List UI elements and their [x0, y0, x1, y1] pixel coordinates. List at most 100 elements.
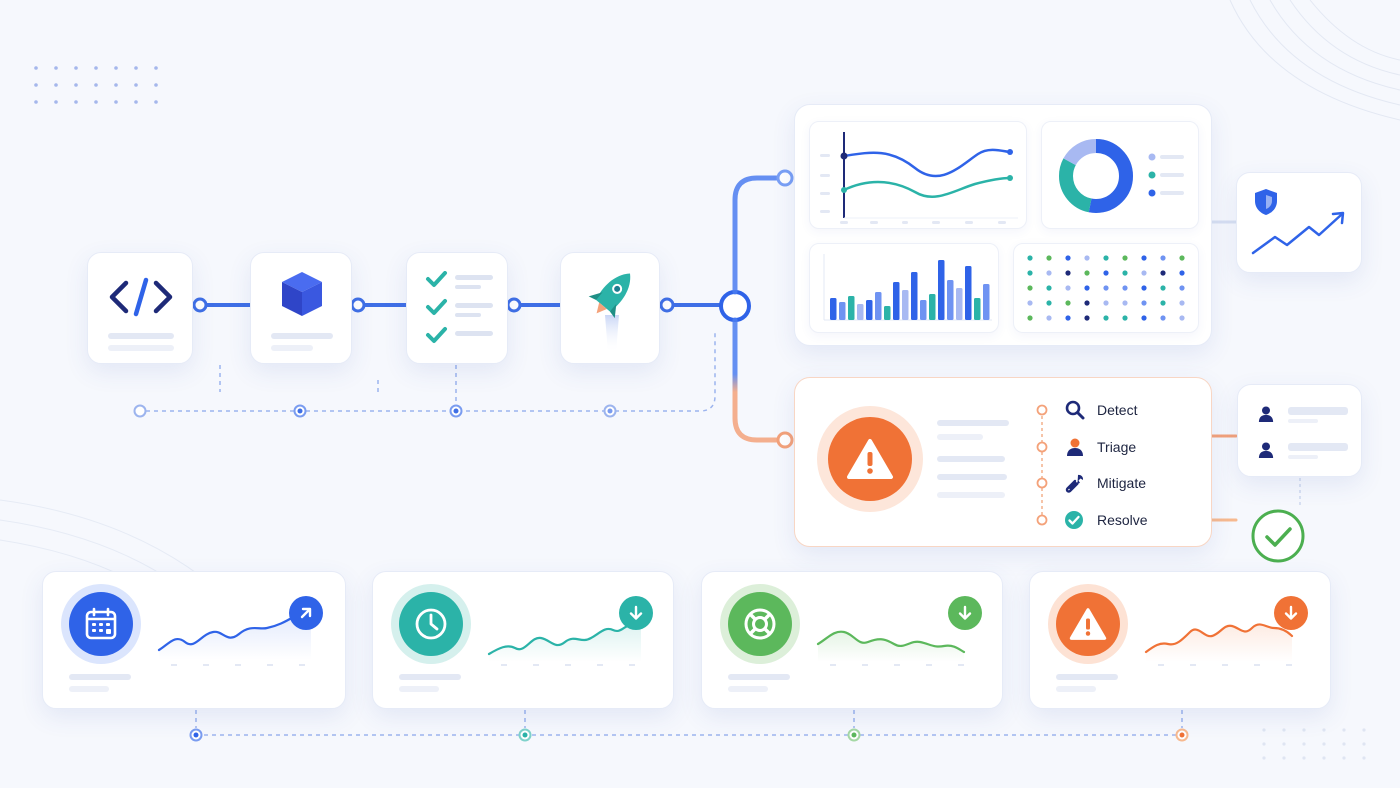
donut-chart-panel[interactable]: [1041, 121, 1199, 229]
stage-card-test[interactable]: [406, 252, 508, 364]
code-icon: [109, 277, 173, 317]
trend-down-badge: [619, 596, 653, 630]
metric-card-deploy-frequency[interactable]: [42, 571, 346, 709]
trend-up-icon: [1251, 211, 1345, 255]
scatter-dot: [1103, 270, 1109, 276]
placeholder-line: [69, 674, 131, 680]
chart-bar: [848, 296, 855, 320]
scatter-dot: [1160, 285, 1166, 291]
decor-dot: [74, 100, 78, 104]
metric-card-lead-time[interactable]: [372, 571, 674, 709]
incident-step-mitigate[interactable]: Mitigate: [1061, 472, 1201, 494]
placeholder-line: [399, 674, 461, 680]
scatter-dot: [1046, 300, 1052, 306]
stage-card-build[interactable]: [250, 252, 352, 364]
chart-bar: [956, 288, 963, 320]
decor-dot: [1342, 728, 1346, 732]
scatter-dot: [1160, 255, 1166, 261]
metric-sparkline: [157, 610, 313, 666]
chart-bar: [965, 266, 972, 320]
responders-card[interactable]: [1237, 384, 1362, 477]
placeholder-line: [108, 333, 174, 339]
scatter-dot: [1122, 270, 1128, 276]
decor-dot: [1362, 728, 1366, 732]
decor-dot: [1322, 756, 1326, 760]
search-icon: [1065, 400, 1085, 420]
scatter-dot: [1103, 300, 1109, 306]
decor-dot: [154, 100, 158, 104]
line-chart-panel[interactable]: [809, 121, 1027, 229]
decor-dot: [154, 83, 158, 87]
placeholder-line: [69, 686, 109, 692]
arrow-down-icon: [629, 605, 643, 620]
incident-step-triage[interactable]: Triage: [1061, 436, 1201, 458]
scatter-dot: [1179, 315, 1185, 321]
trend-down-badge: [948, 596, 982, 630]
decor-dot: [94, 66, 98, 70]
placeholder-line: [728, 674, 790, 680]
decor-dot: [94, 100, 98, 104]
incident-step-track: [1036, 404, 1048, 526]
warning-icon: [847, 439, 893, 479]
chart-bar: [857, 304, 864, 320]
chart-bar: [938, 260, 945, 320]
warning-icon: [1069, 608, 1107, 640]
placeholder-line: [108, 345, 174, 351]
person-icon: [1258, 406, 1274, 422]
scatter-dot: [1046, 315, 1052, 321]
chart-bar: [839, 302, 846, 320]
placeholder-line: [937, 456, 1005, 462]
scatter-dot: [1046, 285, 1052, 291]
trend-up-badge: [289, 596, 323, 630]
chart-bar: [983, 284, 990, 320]
metric-sparkline: [1144, 623, 1294, 666]
scatter-dot: [1027, 300, 1033, 306]
scatter-dot: [1141, 315, 1147, 321]
scatter-dot: [1160, 315, 1166, 321]
incident-step-resolve[interactable]: Resolve: [1061, 509, 1201, 531]
scatter-dot: [1065, 300, 1071, 306]
incident-step-label: Resolve: [1097, 512, 1148, 528]
decor-dot: [34, 100, 38, 104]
decor-dot: [74, 66, 78, 70]
scatter-dot: [1160, 270, 1166, 276]
line-chart: [820, 132, 1018, 224]
security-trend-card[interactable]: [1236, 172, 1362, 273]
decor-dot: [1302, 728, 1306, 732]
scatter-dot: [1084, 315, 1090, 321]
resolved-check-icon: [1251, 509, 1305, 563]
decor-dot: [54, 66, 58, 70]
calendar-icon: [85, 607, 117, 640]
alert-badge: [817, 406, 923, 512]
chart-bar: [884, 306, 891, 320]
bar-chart-panel[interactable]: [809, 243, 999, 333]
decor-dot: [1282, 728, 1286, 732]
decor-dot: [1302, 742, 1306, 746]
scatter-dot: [1084, 300, 1090, 306]
metric-card-failure-rate[interactable]: [1029, 571, 1331, 709]
scatter-dot: [1141, 270, 1147, 276]
placeholder-line: [271, 333, 333, 339]
scatter-panel[interactable]: [1013, 243, 1199, 333]
metric-card-recovery[interactable]: [701, 571, 1003, 709]
stage-card-deploy[interactable]: [560, 252, 660, 364]
decor-dot: [1362, 756, 1366, 760]
placeholder-line: [937, 420, 1009, 426]
scatter-dot: [1065, 270, 1071, 276]
scatter-dot: [1084, 285, 1090, 291]
decor-dot: [154, 66, 158, 70]
decor-dot: [1362, 742, 1366, 746]
incident-step-detect[interactable]: Detect: [1061, 399, 1201, 421]
chart-bar: [830, 298, 837, 320]
lifebuoy-icon: [744, 608, 776, 640]
incident-step-label: Triage: [1097, 439, 1137, 455]
stage-card-code[interactable]: [87, 252, 193, 364]
check-circle-icon: [1065, 511, 1083, 529]
decor-dot: [1342, 756, 1346, 760]
scatter-dot: [1141, 285, 1147, 291]
incident-card: Detect Triage Mitigate Resolve: [794, 377, 1212, 547]
scatter-dot: [1084, 255, 1090, 261]
scatter-dot: [1179, 255, 1185, 261]
scatter-dot: [1122, 315, 1128, 321]
